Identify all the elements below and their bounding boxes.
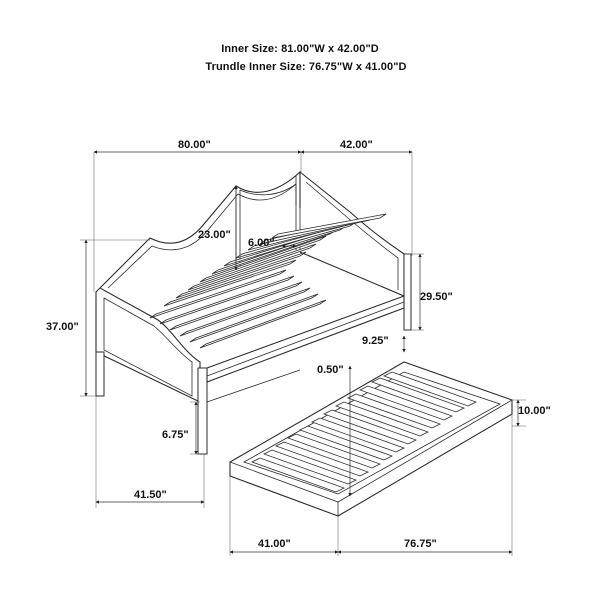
trundle-inner-size-label: Trundle Inner Size: 76.75"W x 41.00"D: [205, 61, 407, 73]
trundle-depth-label: 41.00": [258, 538, 291, 550]
daybed-slat: [179, 287, 311, 337]
daybed-width-label: 80.00": [178, 139, 211, 151]
daybed-depth-label: 42.00": [340, 139, 373, 151]
leg-clearance-label: 6.75": [162, 429, 189, 441]
daybed-slat: [189, 293, 319, 343]
inner-size-label: Inner Size: 81.00"W x 42.00"D: [221, 43, 379, 55]
trundle-slat: [358, 385, 454, 421]
total-height-label: 37.00": [46, 321, 79, 333]
trundle-slat: [334, 401, 430, 437]
trundle-slat: [322, 409, 418, 445]
daybed-slat: [175, 251, 307, 299]
trundle-slat: [250, 457, 346, 493]
daybed-slat: [163, 259, 297, 307]
daybed-slat: [271, 213, 387, 239]
rail-height-label: 9.25": [362, 335, 389, 347]
trundle-slat: [262, 449, 358, 485]
front-rail: [206, 295, 405, 403]
dimension-lines: [80, 150, 526, 556]
trundle-slat: [274, 441, 370, 477]
slat-gap-label: 6.00": [248, 237, 275, 249]
trundle-slat: [310, 417, 406, 453]
left-front-leg: [95, 351, 105, 397]
front-depth-label: 41.50": [134, 489, 167, 501]
daybed-slat: [159, 275, 295, 325]
trundle-width-label: 76.75": [404, 538, 437, 550]
front-corner-leg: [197, 367, 208, 455]
dimension-labels: 80.00" 42.00" 23.00" 6.00" 29.50" 37.00"…: [46, 139, 551, 550]
trundle-slat: [382, 371, 478, 407]
daybed-slat: [169, 281, 303, 331]
daybed-slat: [199, 299, 327, 349]
trundle-slat: [346, 393, 442, 429]
trundle-gap-label: 0.50": [317, 364, 344, 376]
left-arm-panel: [95, 287, 208, 455]
trundle: [229, 361, 513, 517]
right-rear-leg: [403, 253, 412, 331]
trundle-slat: [370, 377, 466, 413]
trundle-slats: [250, 371, 478, 493]
trundle-slat: [298, 425, 394, 461]
daybed-slat: [187, 243, 317, 291]
back-height-label: 23.00": [198, 229, 231, 241]
daybed-slat: [149, 269, 287, 319]
trundle-height-label: 10.00": [518, 405, 551, 417]
arm-height-label: 29.50": [420, 291, 453, 303]
trundle-slat: [286, 433, 382, 469]
